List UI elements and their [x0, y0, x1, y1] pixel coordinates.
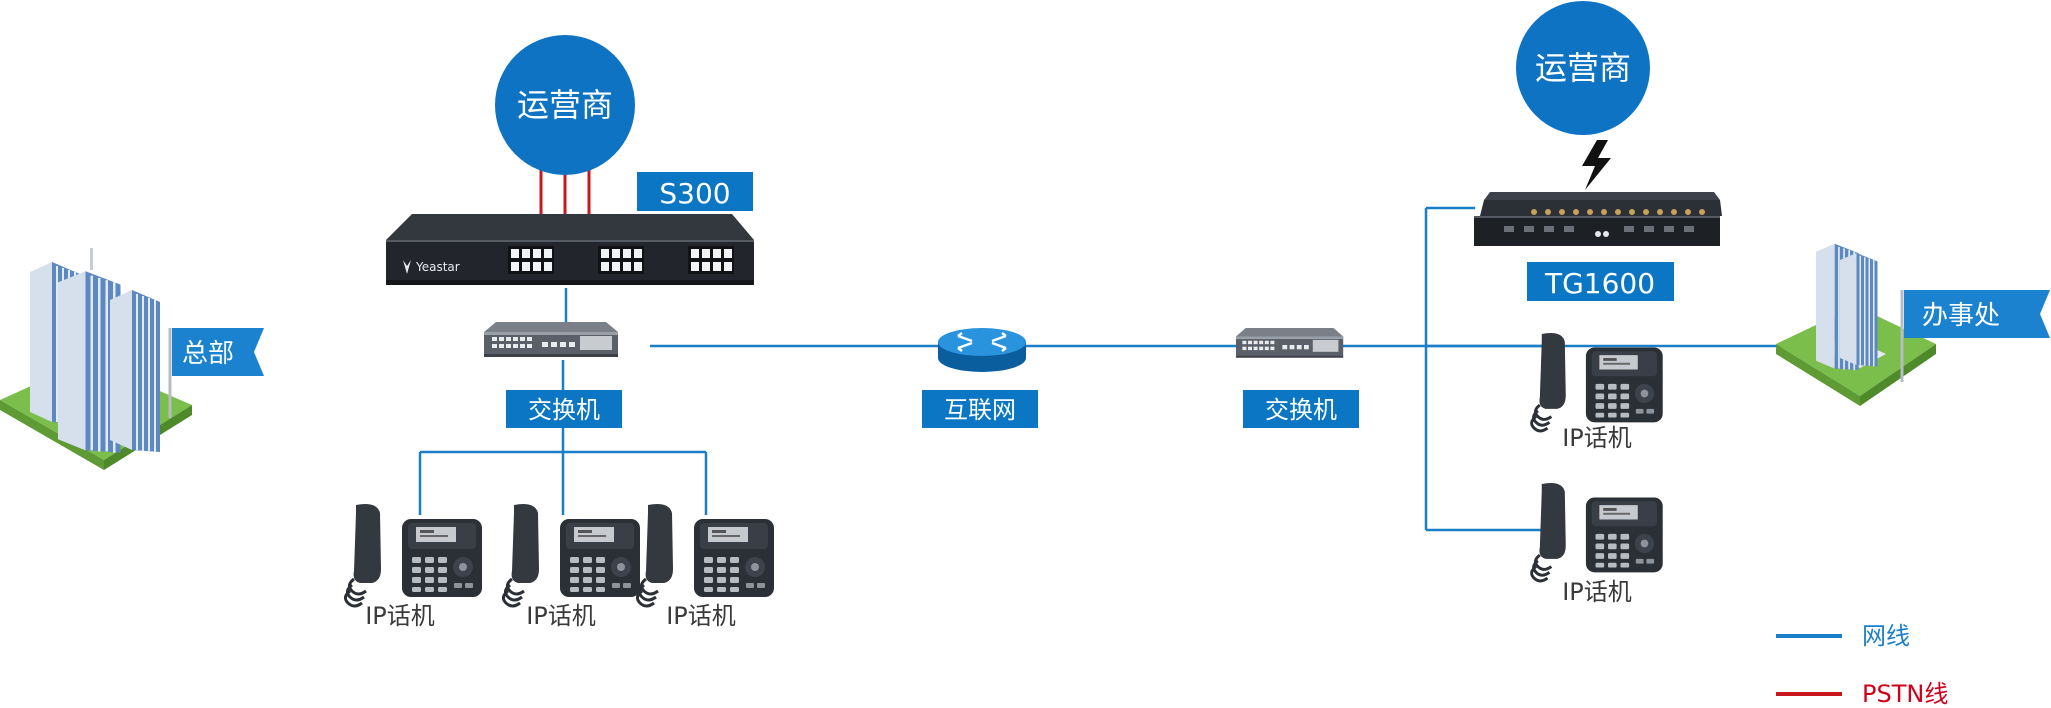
hq-phone-1 [343, 502, 484, 608]
branch-switch-label: 交换机 [1265, 396, 1337, 424]
hq-phone-3-label: IP话机 [666, 602, 736, 630]
branch-phone-2 [1530, 481, 1665, 583]
hq-phone-3 [635, 502, 776, 608]
legend: 网线 PSTN线 [1776, 622, 1948, 708]
branch-site-label: 办事处 [1922, 301, 2000, 331]
branch-carrier-label: 运营商 [1535, 49, 1631, 87]
hq-phone-1-label: IP话机 [365, 602, 435, 630]
hq-switch-label: 交换机 [528, 396, 600, 424]
hq-site-flag: 总部 [168, 328, 264, 418]
tg1600-gateway [1474, 192, 1722, 246]
hq-site-label: 总部 [182, 339, 234, 369]
hq-phone-2 [501, 502, 642, 608]
branch-switch-tag: 交换机 [1243, 390, 1359, 428]
legend-network-label: 网线 [1862, 622, 1910, 650]
hq-switch-tag: 交换机 [506, 390, 622, 428]
hq-building [0, 248, 192, 470]
branch-carrier-circle: 运营商 [1516, 1, 1650, 135]
internet-router-icon [938, 328, 1026, 372]
branch-phone-2-label: IP话机 [1562, 578, 1632, 606]
wireless-lightning-icon [1582, 140, 1611, 190]
branch-building [1776, 242, 1936, 406]
internet-label: 互联网 [944, 396, 1016, 424]
s300-model-tag: S300 [637, 172, 753, 211]
internet-tag: 互联网 [922, 390, 1038, 428]
branch-phone-1 [1530, 331, 1665, 433]
branch-phone-1-label: IP话机 [1562, 424, 1632, 452]
pstn-lines [539, 170, 591, 215]
tg1600-model-label: TG1600 [1544, 267, 1655, 300]
hq-carrier-circle: 运营商 [495, 35, 635, 175]
s300-model-label: S300 [659, 177, 730, 210]
hq-carrier-label: 运营商 [517, 86, 613, 124]
branch-site-flag: 办事处 [1900, 290, 2050, 382]
legend-pstn-label: PSTN线 [1862, 680, 1948, 708]
branch-switch [1236, 328, 1344, 358]
hq-phone-2-label: IP话机 [526, 602, 596, 630]
s300-gateway: Yeastar [386, 214, 754, 285]
tg1600-model-tag: TG1600 [1527, 262, 1674, 301]
s300-brand-label: Yeastar [415, 260, 460, 274]
hq-switch [484, 322, 618, 357]
